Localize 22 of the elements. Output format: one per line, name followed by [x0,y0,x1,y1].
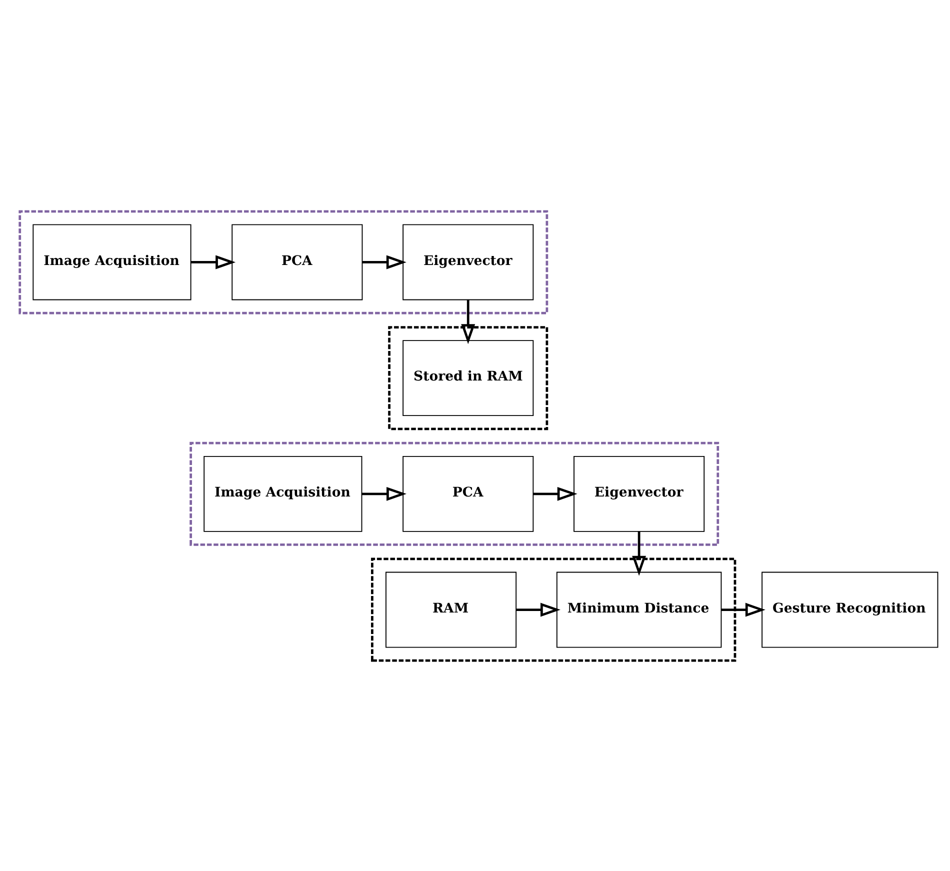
arrow [362,486,406,500]
arrow [721,602,766,616]
arrow [516,602,560,616]
arrow [362,254,406,269]
node-box: PCA [402,455,534,532]
arrow [533,486,578,500]
node-box: Eigenvector [574,455,705,532]
node-box: Gesture Recognition [762,571,938,648]
cluster [18,210,548,314]
cluster [190,441,720,546]
cluster [388,326,548,430]
cluster [371,557,736,662]
arrow [461,299,476,344]
arrow [632,531,646,576]
node-box: Image Acquisition [32,224,192,300]
node-box: Stored in RAM [402,340,534,416]
node-box: Image Acquisition [204,455,362,532]
node-box: RAM [385,571,517,648]
node-box: Eigenvector [402,224,534,300]
arrow [190,254,236,269]
node-box: Minimum Distance [556,571,722,648]
node-box: PCA [232,224,363,300]
